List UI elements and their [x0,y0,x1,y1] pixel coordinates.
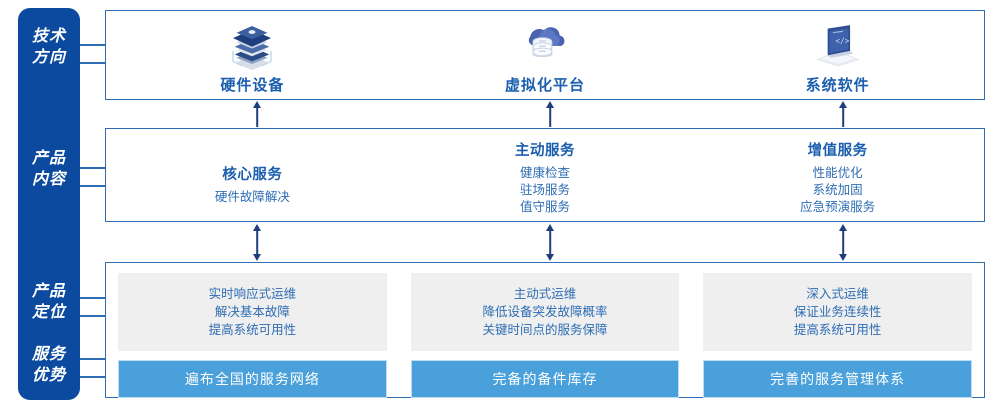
service-detail: 值守服务 [520,200,571,214]
connector-line [80,44,108,46]
product-content-box: 核心服务 硬件故障解决 主动服务 健康检查 驻场服务 值守服务 增值服务 性能优… [105,128,985,222]
positioning-panel: 实时响应式运维 解决基本故障 提高系统可用性 [118,273,387,351]
tech-item-hardware[interactable]: 硬件设备 [106,11,399,99]
arrow-head-up [839,224,847,231]
connector-line [80,62,108,64]
sidebar-label-line1: 技术 [31,28,66,45]
tech-item-label: 系统软件 [805,76,870,94]
sidebar-label-product-content[interactable]: 产品 内容 [18,148,80,190]
arrow-up-hardware [252,101,262,127]
sidebar-label-service-advantage[interactable]: 服务 优势 [18,344,80,386]
arrow-head-down [839,254,847,261]
service-detail: 应急预演服务 [800,200,876,214]
content-item-value-added-service[interactable]: 增值服务 性能优化 系统加固 应急预演服务 [691,129,984,221]
sidebar-label-line1: 服务 [31,346,66,363]
arrow-head-up [253,101,261,108]
positioning-line: 降低设备突发故障概率 [482,305,608,319]
sidebar-label-product-positioning[interactable]: 产品 定位 [18,281,80,323]
arrow-head-down [546,254,554,261]
tech-item-label: 硬件设备 [220,76,285,94]
service-detail: 硬件故障解决 [214,190,290,204]
positioning-panel: 主动式运维 降低设备突发故障概率 关键时间点的服务保障 [410,273,680,351]
connector-line [80,376,108,378]
sidebar-label-line2: 定位 [31,304,66,321]
sidebar-label-tech-direction[interactable]: 技术 方向 [18,26,80,68]
positioning-line: 解决基本故障 [214,305,290,319]
positioning-line: 提高系统可用性 [208,323,297,337]
arrow-head-up [839,101,847,108]
arrow-stem [256,229,258,256]
arrow-bidirectional-core [252,224,262,261]
arrow-stem [549,106,551,127]
arrow-stem [842,106,844,127]
sidebar-label-line1: 产品 [31,150,66,167]
connector-line [80,358,108,360]
positioning-line: 实时响应式运维 [208,287,297,301]
tech-item-virtualization[interactable]: 虚拟化平台 [399,11,692,99]
connector-line [80,297,108,299]
server-stack-icon [232,25,272,70]
arrow-stem [256,106,258,127]
service-detail: 性能优化 [812,166,863,180]
product-positioning-box: 实时响应式运维 解决基本故障 提高系统可用性 遍布全国的服务网络 主动式运维 降… [105,262,985,398]
sidebar-label-line2: 优势 [31,367,66,384]
positioning-item-realtime[interactable]: 实时响应式运维 解决基本故障 提高系统可用性 遍布全国的服务网络 [106,263,399,398]
category-sidebar [18,8,80,400]
laptop-code-icon: </> [815,24,861,67]
service-detail: 系统加固 [812,183,863,197]
arrow-head-up [253,224,261,231]
arrow-stem [549,229,551,256]
positioning-item-proactive[interactable]: 主动式运维 降低设备突发故障概率 关键时间点的服务保障 完备的备件库存 [399,263,692,398]
advantage-button-management-system[interactable]: 完善的服务管理体系 [703,360,973,398]
connector-line [80,167,108,169]
connector-line [80,315,108,317]
tech-item-system-software[interactable]: </> 系统软件 [691,11,984,99]
service-detail: 健康检查 [520,166,571,180]
arrow-stem [842,229,844,256]
positioning-panel: 深入式运维 保证业务连续性 提高系统可用性 [703,273,973,351]
positioning-line: 深入式运维 [806,287,869,301]
positioning-line: 主动式运维 [513,287,577,301]
positioning-line: 提高系统可用性 [793,323,882,337]
arrow-head-up [546,101,554,108]
positioning-item-indepth[interactable]: 深入式运维 保证业务连续性 提高系统可用性 完善的服务管理体系 [691,263,984,398]
sidebar-label-line2: 内容 [31,171,66,188]
advantage-button-spare-parts[interactable]: 完备的备件库存 [410,360,680,398]
connector-line [80,185,108,187]
tech-item-label: 虚拟化平台 [505,76,586,94]
content-item-core-service[interactable]: 核心服务 硬件故障解决 [106,153,399,221]
tech-direction-box: 硬件设备 虚拟化平台 </> [105,10,985,100]
arrow-bidirectional-active [545,224,555,261]
service-title: 增值服务 [807,143,868,159]
arrow-up-virtualization [545,101,555,127]
positioning-line: 关键时间点的服务保障 [482,323,608,337]
sidebar-label-line1: 产品 [31,283,66,300]
svg-text:</>: </> [835,36,849,45]
sidebar-label-line2: 方向 [31,49,66,66]
cloud-database-icon [528,26,565,57]
arrow-bidirectional-value-added [838,224,848,261]
arrow-head-down [253,254,261,261]
positioning-line: 保证业务连续性 [793,305,882,319]
content-item-active-service[interactable]: 主动服务 健康检查 驻场服务 值守服务 [399,129,692,221]
advantage-button-service-network[interactable]: 遍布全国的服务网络 [118,360,387,398]
service-title: 主动服务 [515,143,575,159]
service-detail: 驻场服务 [520,183,571,197]
arrow-up-system-software [838,101,848,127]
service-title: 核心服务 [222,167,283,183]
arrow-head-up [546,224,554,231]
